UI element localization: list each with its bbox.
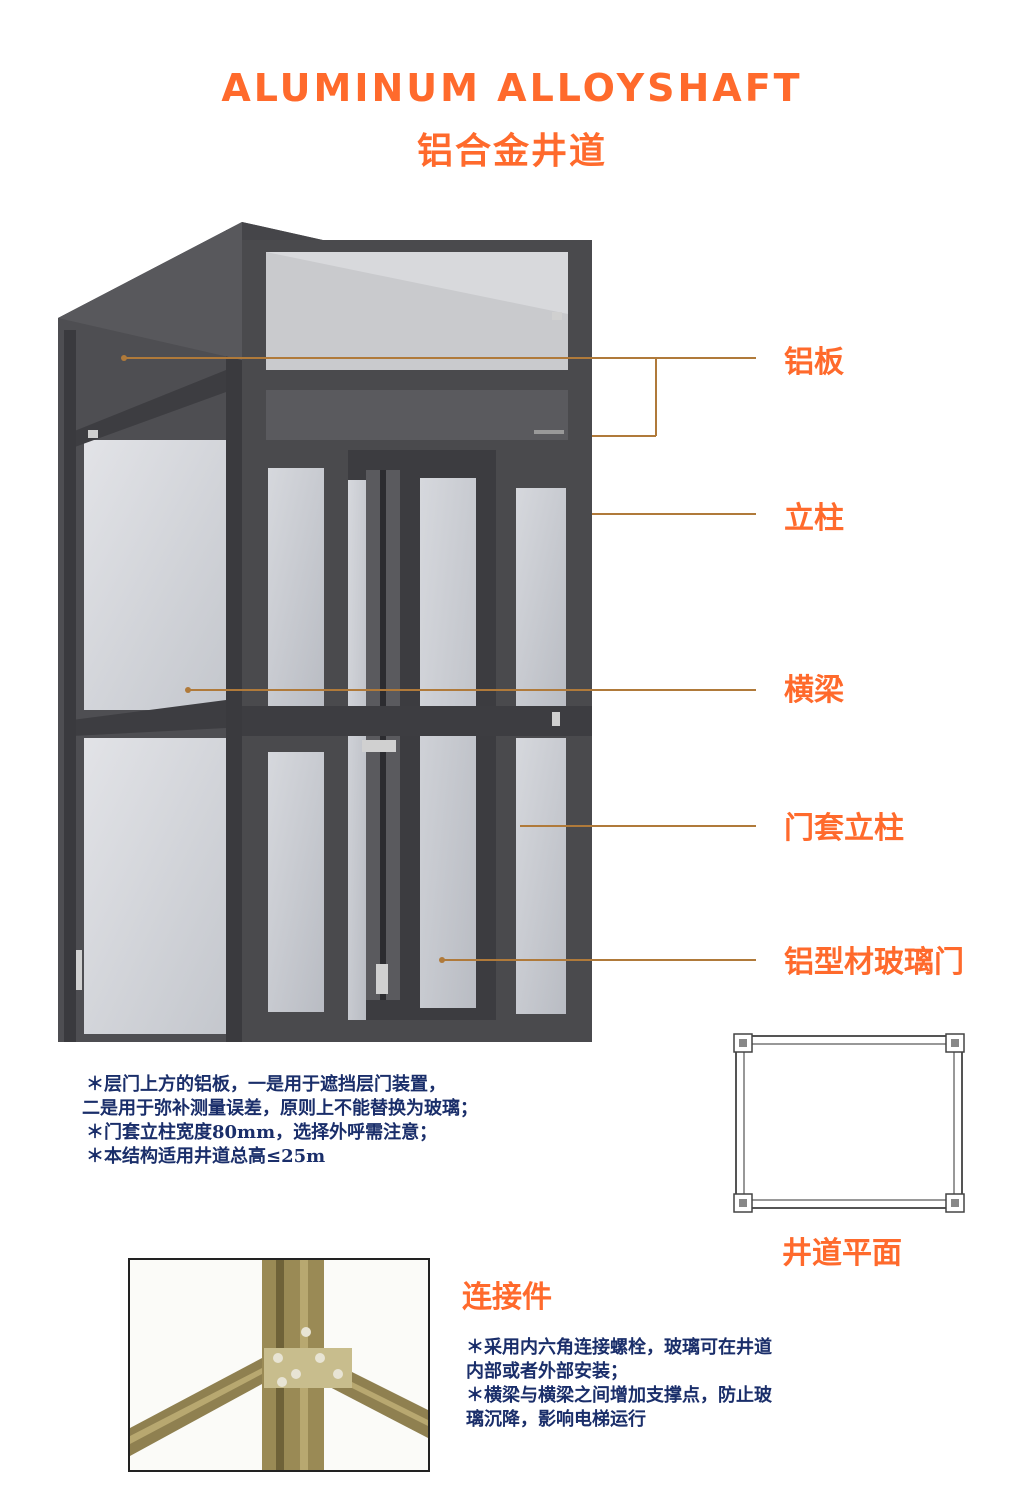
connector-title: 连接件 (462, 1280, 552, 1315)
notes-top: ＊层门上方的铝板，一是用于遮挡层门装置， 二是用于弥补测量误差，原则上不能替换为… (82, 1073, 478, 1169)
leader-dots (121, 355, 445, 963)
connector-photo (128, 1258, 430, 1472)
note-line: ＊采用内六角连接螺栓，玻璃可在井道 (466, 1337, 772, 1358)
shaft-plan-drawing (733, 1033, 965, 1213)
shaft-left-face (58, 222, 242, 1042)
leader-lines (124, 357, 756, 961)
note-line: ＊横梁与横梁之间增加支撑点，防止玻 (466, 1385, 772, 1406)
callout-door-frame-column: 门套立柱 (784, 811, 904, 846)
note-line: ＊本结构适用井道总高≤25m (86, 1146, 326, 1167)
note-line: 二是用于弥补测量误差，原则上不能替换为玻璃； (82, 1098, 478, 1119)
shaft-illustration: 铝板 立柱 横梁 门套立柱 铝型材玻璃门 (58, 222, 964, 1042)
note-line: ＊门套立柱宽度80mm，选择外呼需注意； (86, 1122, 438, 1143)
connector-drawing (130, 1260, 428, 1470)
title-cn: 铝合金井道 (416, 131, 607, 172)
callout-column: 立柱 (784, 501, 844, 536)
note-line: ＊层门上方的铝板，一是用于遮挡层门装置， (86, 1074, 446, 1095)
callout-aluminium-panel: 铝板 (784, 345, 844, 380)
callout-glass-door: 铝型材玻璃门 (784, 945, 964, 980)
callout-crossbeam: 横梁 (784, 673, 844, 708)
note-line: 内部或者外部安装； (466, 1361, 628, 1382)
note-line: 璃沉降，影响电梯运行 (466, 1409, 646, 1430)
shaft-front-face (88, 240, 592, 1042)
plan-label: 井道平面 (782, 1236, 902, 1271)
connector-notes: ＊采用内六角连接螺栓，玻璃可在井道 内部或者外部安装； ＊横梁与横梁之间增加支撑… (466, 1336, 772, 1432)
title-en: ALUMINUM ALLOYSHAFT (221, 66, 803, 110)
